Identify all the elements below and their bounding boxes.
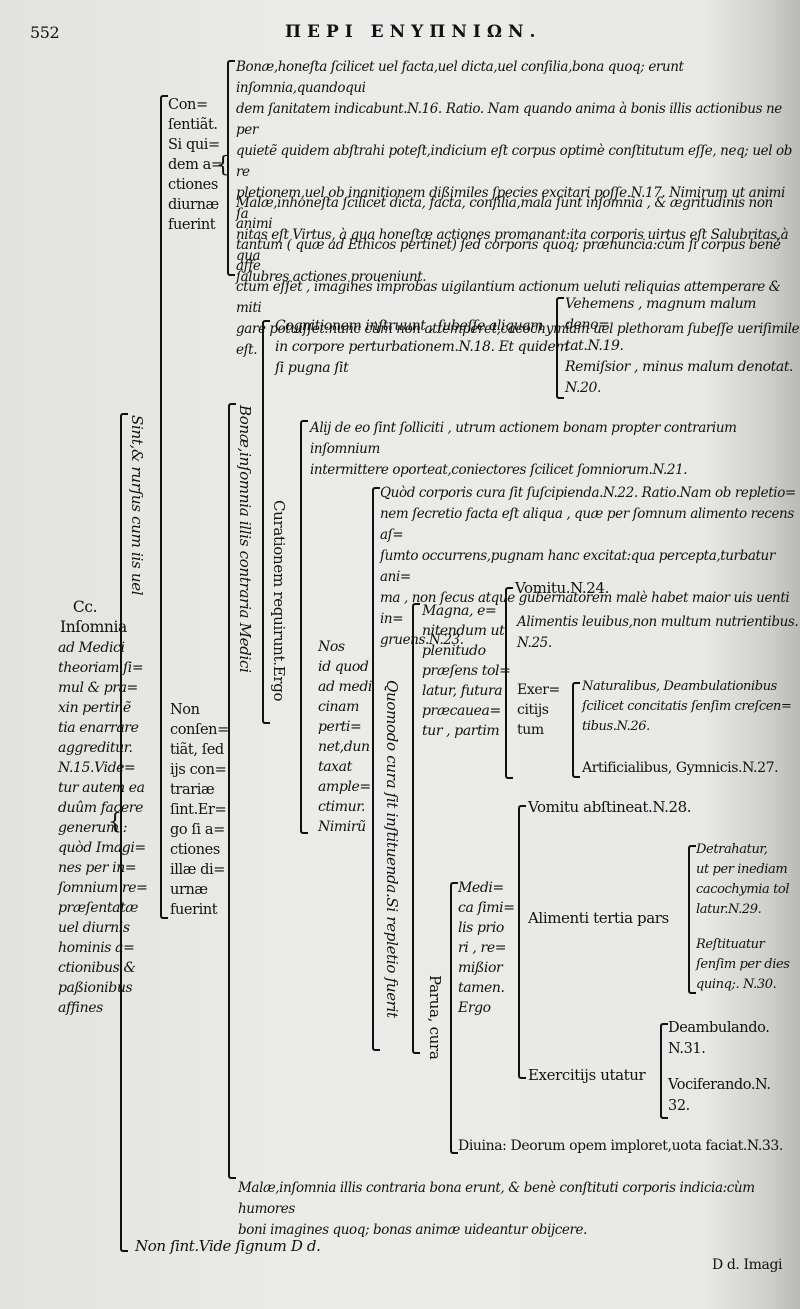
exercitijs-text: Exer= citijs tum <box>517 682 560 738</box>
bracket <box>572 682 580 778</box>
vomitu-abstineat-text: Vomitu abſtineat.N.28. <box>528 798 692 816</box>
naturalibus-text: Naturalibus, Deambulationibus ſcilicet c… <box>582 679 792 734</box>
bonae-vertical: Bonæ,inſomnia illis contraria Medici <box>236 405 254 673</box>
brace-point: { <box>216 153 230 178</box>
root-text: ad Medici theoriam ſi= mul & pra= xin pe… <box>58 640 148 1016</box>
non-sint: Non ſint.Vide ſignum D d. <box>135 1237 321 1255</box>
malae-text: Malæ,inhoneſta ſcilicet dicta, facta, co… <box>236 195 800 358</box>
bracket <box>412 603 420 1054</box>
curationem-vertical: Curationem requirunt.Ergo <box>270 500 288 702</box>
bracket <box>228 403 236 1179</box>
sint-vertical: Sint,& rurſus cum iis uel <box>128 415 146 596</box>
detrahatur-text: Detrahatur, ut per inediam cacochymia to… <box>696 842 790 917</box>
bonae-text: Bonæ,honeſta ſcilicet uel facta,uel dict… <box>236 59 793 285</box>
bracket <box>300 420 308 834</box>
bracket <box>160 95 168 919</box>
malae-bottom-text: Malæ,inſomnia illis contraria bona erunt… <box>238 1180 755 1238</box>
vehemens-text: Vehemens , magnum malum deno= tat.N.19. <box>565 296 757 354</box>
diuina-text: Diuina: Deorum opem imploret,uota faciat… <box>458 1138 783 1154</box>
bracket <box>660 1023 668 1119</box>
bracket <box>688 845 696 994</box>
bracket <box>262 320 270 724</box>
medica-text: Medi= ca ſimi= lis prio ri , re= mißior … <box>458 880 515 1016</box>
bracket <box>518 805 526 1079</box>
page-number: 552 <box>30 23 60 42</box>
nos-text: Nos id quod ad medi cinam perti= net,dun… <box>318 639 372 835</box>
vomitu-text: Vomitu.N.24. <box>515 579 609 597</box>
restituatur-text: Reſtituatur ſenſim per dies quinq;. N.30… <box>696 937 790 992</box>
alimentis-text: Alimentis leuibus,non multum nutrientibu… <box>517 614 799 651</box>
catchword: D d. Imagi <box>712 1257 783 1273</box>
deambulando-text: Deambulando. N.31. <box>668 1020 770 1057</box>
exercitijs-utatur-text: Exercitijs utatur <box>528 1066 646 1084</box>
remissior-text: Remiſsior , minus malum denotat. N.20. <box>565 359 794 396</box>
brace-point: { <box>108 810 122 835</box>
parua-vertical: Parua, cura <box>426 975 444 1060</box>
bracket <box>120 413 128 1252</box>
bracket <box>227 60 235 276</box>
quod-text: Quòd corporis cura ſit ſuſcipienda.N.22.… <box>380 485 796 648</box>
root-label: Cc. Inſomnia <box>60 598 127 636</box>
cognitionem-text: Cognitionem inſtruunt , ſubeſſe aliquam … <box>275 318 569 376</box>
bracket <box>450 882 458 1154</box>
artificialibus-text: Artificialibus, Gymnicis.N.27. <box>582 760 779 776</box>
quomodo-vertical: Quomodo cura ſit inſtituenda.Si repletio… <box>383 680 401 1018</box>
magna-text: Magna, e= nitendum ut plenitudo præſens … <box>422 603 511 739</box>
non-consentiant-label: Non conſen= tiãt, ſed ijs con= trariæ ſi… <box>170 702 229 918</box>
alimenti-text: Alimenti tertia pars <box>528 909 669 927</box>
bracket <box>556 297 564 399</box>
running-head: ΠΕΡΙ ΕΝΥΠΝΙΩΝ. <box>285 22 542 42</box>
bracket <box>505 587 513 779</box>
bracket <box>372 487 380 1051</box>
consentiant-label: Con= ſentiãt. Si qui= dem a= ctiones diu… <box>168 97 223 233</box>
vociferando-text: Vociferando.N. 32. <box>668 1077 771 1114</box>
alij-text: Alij de eo ſint ſolliciti , utrum action… <box>310 420 737 478</box>
